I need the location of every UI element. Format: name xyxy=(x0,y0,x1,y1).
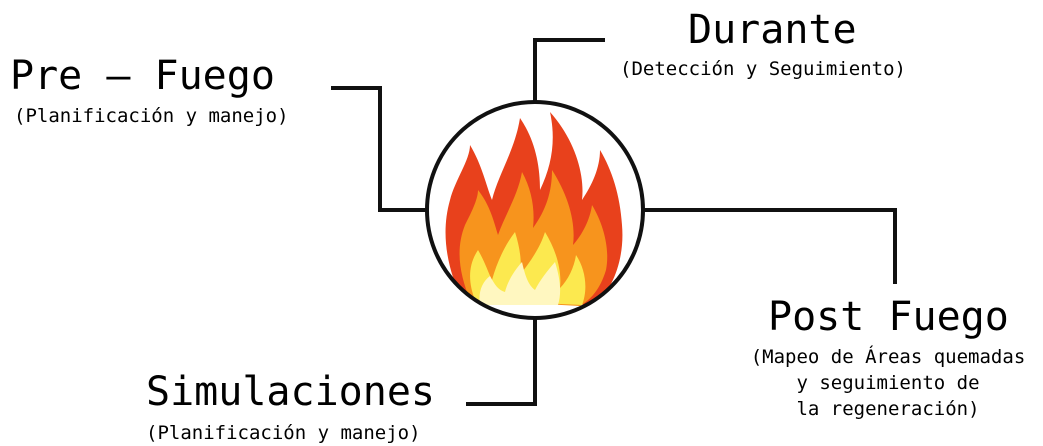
pre-fuego-subtitle: (Planificación y manejo) xyxy=(14,105,289,127)
simulaciones-title: Simulaciones xyxy=(146,369,435,415)
durante-title: Durante xyxy=(688,7,857,53)
pre-fuego-title: Pre – Fuego xyxy=(10,53,275,99)
fire-icon xyxy=(425,100,645,320)
connector-simulaciones xyxy=(466,310,537,406)
post-fuego-title: Post Fuego xyxy=(768,294,1009,340)
flame-core xyxy=(479,262,561,305)
post-fuego-subtitle-line-2: y seguimiento de xyxy=(796,372,980,394)
simulaciones-subtitle: (Planificación y manejo) xyxy=(146,422,421,444)
connectors xyxy=(331,38,897,406)
connector-durante xyxy=(533,38,605,110)
post-fuego-subtitle-line-3: la regeneración) xyxy=(796,398,980,420)
post-fuego-subtitle-line-1: (Mapeo de Áreas quemadas xyxy=(750,346,1026,368)
connector-pre-fuego xyxy=(331,86,428,212)
durante-subtitle: (Detección y Seguimiento) xyxy=(620,58,906,80)
connector-post-fuego xyxy=(644,208,897,284)
